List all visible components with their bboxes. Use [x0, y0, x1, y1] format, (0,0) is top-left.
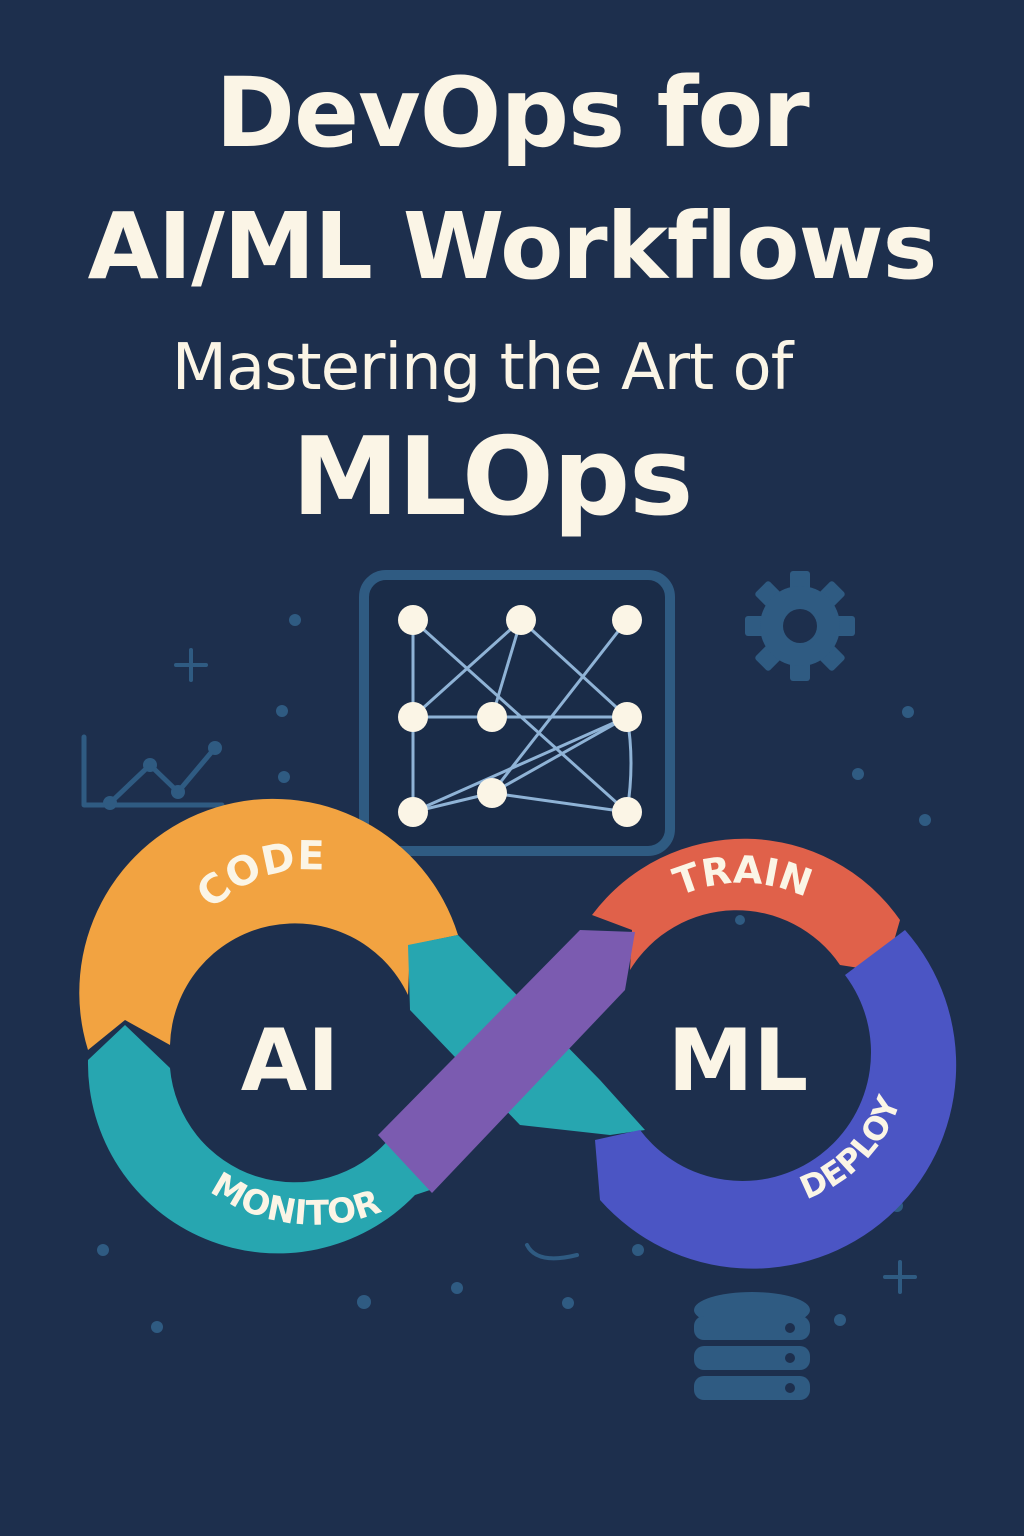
monitor-segment: [87, 1025, 430, 1254]
train-segment: [592, 838, 900, 972]
infinity-loop: [79, 798, 957, 1269]
gear-icon: [745, 571, 855, 681]
neural-network-icon: [359, 570, 675, 856]
loop-center-ai: AI: [241, 1011, 340, 1111]
line-chart-icon: [81, 734, 225, 810]
subtitle-line-2: MLOps: [291, 415, 694, 540]
plus-icon: [883, 1260, 917, 1294]
title-line-1: DevOps for: [215, 57, 809, 169]
plus-icon: [174, 648, 208, 682]
decor-dots: [97, 614, 931, 1333]
loop-center-ml: ML: [668, 1011, 808, 1111]
crossing-band-purple: [378, 930, 635, 1193]
deploy-segment: [595, 930, 957, 1269]
code-segment: [79, 798, 458, 1050]
title-line-2: AI/ML Workflows: [87, 193, 938, 300]
subtitle-line-1: Mastering the Art of: [171, 331, 793, 405]
database-icon: [694, 1292, 810, 1400]
